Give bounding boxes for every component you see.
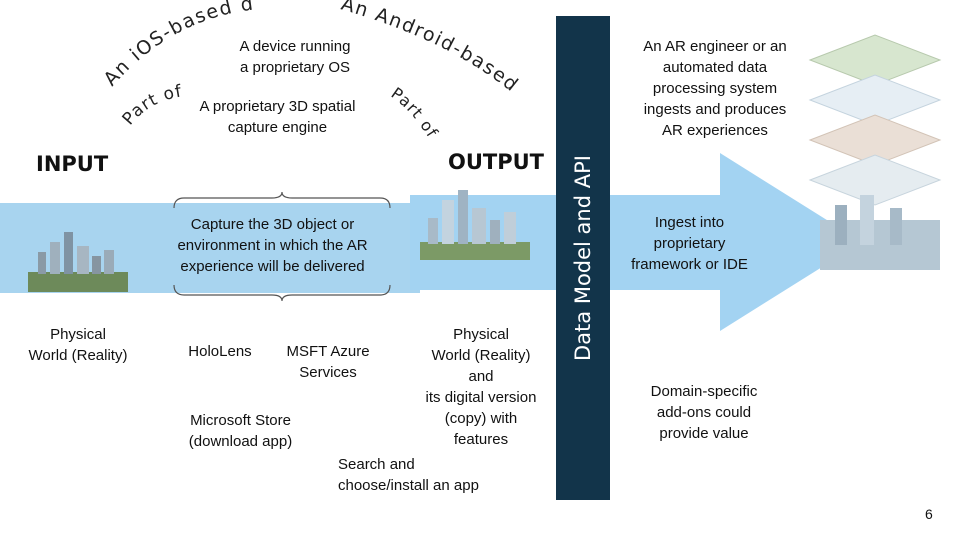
ar-engineer-text: An AR engineer or an automated data proc… — [625, 36, 805, 141]
input-heading: INPUT — [36, 152, 108, 176]
msft-azure-text: MSFT Azure Services — [278, 341, 378, 383]
input-city-image — [28, 232, 128, 292]
physical-world-text: Physical World (Reality) — [18, 324, 138, 366]
physical-world-digital-text: Physical World (Reality) and its digital… — [412, 324, 550, 450]
hololens-text: HoloLens — [180, 341, 260, 362]
capture-text: Capture the 3D object or environment in … — [160, 214, 385, 277]
spatial-engine-text: A proprietary 3D spatial capture engine — [180, 96, 375, 138]
microsoft-store-text: Microsoft Store (download app) — [178, 410, 303, 452]
domain-addons-text: Domain-specific add-ons could provide va… — [630, 381, 778, 444]
output-city-image — [420, 190, 530, 260]
output-heading: OUTPUT — [448, 150, 544, 174]
arkit-label: Part of ARKit — [0, 0, 184, 129]
layered-model-image — [800, 30, 950, 290]
page-number: 6 — [925, 506, 933, 522]
brace-bottom — [172, 283, 392, 303]
data-model-api-label: Data Model and API — [571, 108, 595, 408]
device-running-text: A device running a proprietary OS — [215, 36, 375, 78]
search-install-text: Search and choose/install an app — [338, 454, 508, 496]
brace-top — [172, 190, 392, 210]
ingest-text: Ingest into proprietary framework or IDE — [622, 212, 757, 275]
